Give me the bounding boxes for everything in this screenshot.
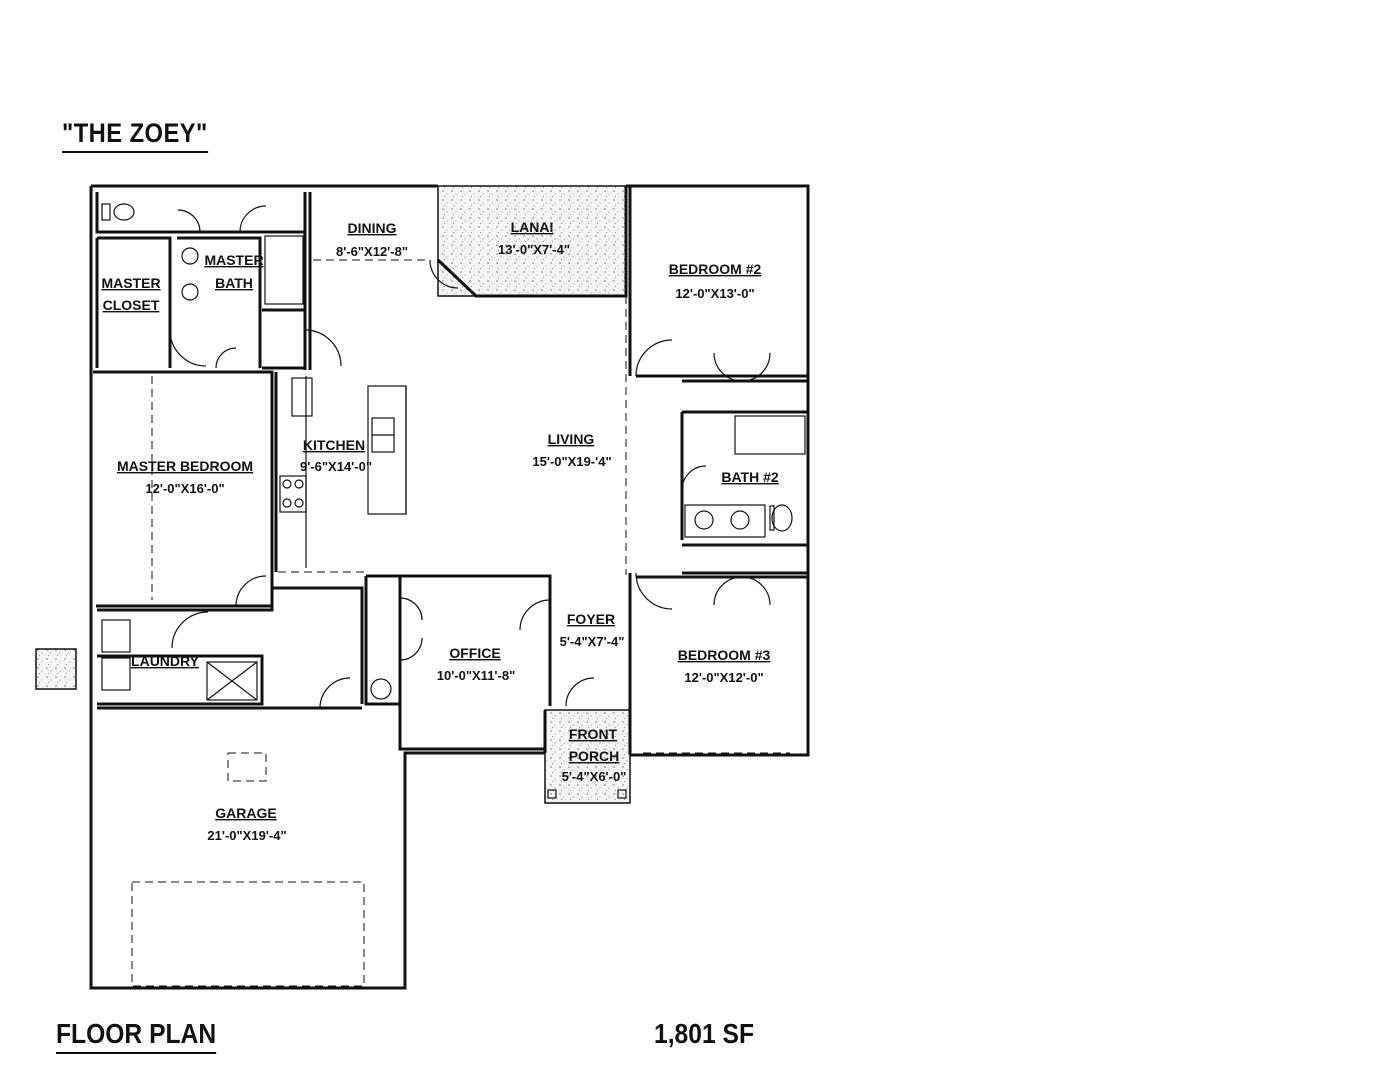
garage-label: GARAGE: [215, 805, 276, 821]
lanai-label: LANAI: [511, 219, 554, 235]
door-swings: [169, 205, 771, 709]
bedroom3-label: BEDROOM #3: [678, 647, 771, 663]
foyer-dims: 5'-4"X7'-4": [560, 634, 625, 649]
dashed-lines: [131, 259, 790, 987]
master-closet-label-1: MASTER: [101, 275, 160, 291]
floor-plan-label: FLOOR PLAN: [56, 1018, 217, 1054]
kitchen-fixtures: [279, 376, 407, 568]
garage-dims: 21'-0"X19'-4": [207, 828, 286, 843]
exterior-walls: [89, 184, 810, 990]
bedroom3-dims: 12'-0"X12'-0": [684, 670, 763, 685]
laundry-label: LAUNDRY: [131, 653, 200, 669]
interior-walls: [93, 186, 810, 751]
dining-label: DINING: [348, 220, 397, 236]
master-bath-label-2: BATH: [215, 275, 253, 291]
living-label: LIVING: [548, 431, 595, 447]
kitchen-dims: 9'-6"X14'-0": [300, 459, 372, 474]
dining-dims: 8'-6"X12'-8": [336, 244, 408, 259]
bath-fixtures: [101, 203, 806, 799]
bedroom2-label: BEDROOM #2: [669, 261, 762, 277]
kitchen-label: KITCHEN: [303, 437, 365, 453]
master-bath-label-1: MASTER: [204, 252, 263, 268]
office-dims: 10'-0"X11'-8": [437, 668, 516, 683]
living-dims: 15'-0"X19-'4": [532, 454, 611, 469]
ac-pad: [35, 648, 77, 690]
master-bedroom-dims: 12'-0"X16'-0": [145, 481, 224, 496]
front-porch-label-1: FRONT: [569, 726, 618, 742]
front-porch-dims: 5'-4"X6'-0": [562, 769, 627, 784]
master-closet-label-2: CLOSET: [103, 297, 160, 313]
bath2-label: BATH #2: [721, 469, 779, 485]
front-porch-label-2: PORCH: [569, 748, 620, 764]
plan-title: "THE ZOEY": [62, 118, 208, 153]
front-porch-floor: [544, 709, 631, 804]
foyer-label: FOYER: [567, 611, 615, 627]
bedroom2-dims: 12'-0"X13'-0": [675, 286, 754, 301]
office-label: OFFICE: [449, 645, 500, 661]
master-bedroom-label: MASTER BEDROOM: [117, 458, 253, 474]
square-footage: 1,801 SF: [654, 1018, 755, 1049]
lanai-floor: [437, 185, 627, 297]
lanai-dims: 13'-0"X7'-4": [498, 242, 570, 257]
